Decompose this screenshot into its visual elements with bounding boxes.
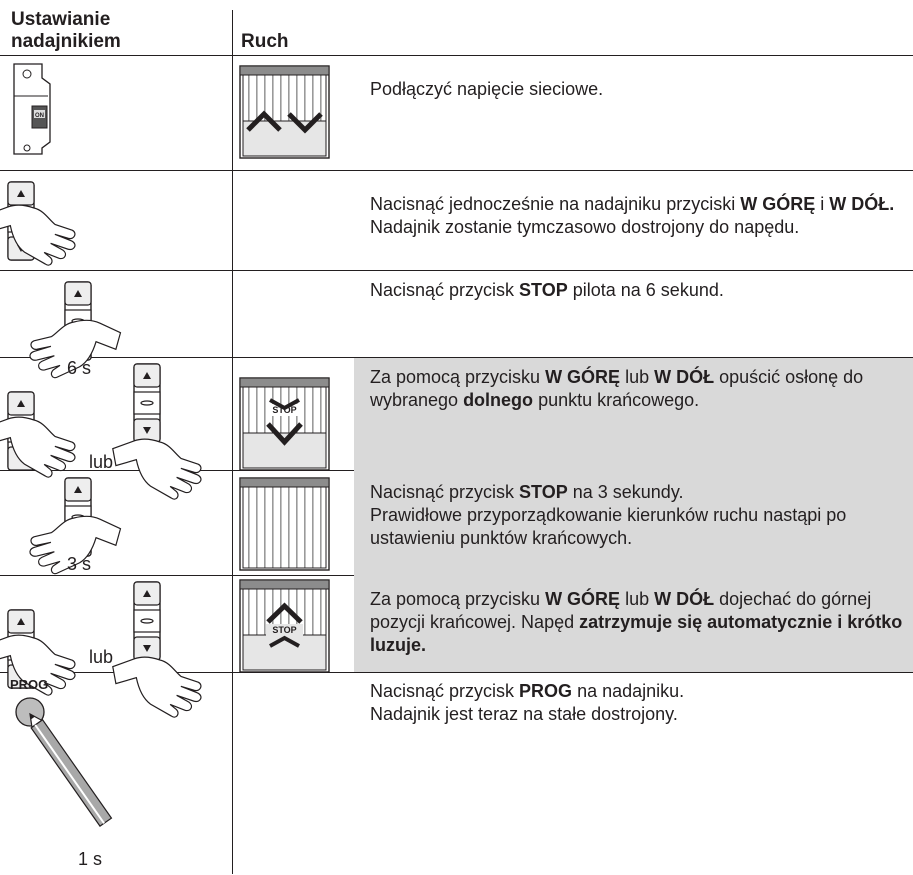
step-text-segment: W DÓŁ xyxy=(654,589,715,609)
step-2-text: Nacisnąć jednocześnie na nadajniku przyc… xyxy=(370,193,905,239)
blind-slats-icon xyxy=(239,477,330,571)
remote-press-stop-icon xyxy=(23,281,128,385)
duration-1s: 1 s xyxy=(78,849,103,869)
step-text-segment: Nacisnąć przycisk xyxy=(370,681,520,701)
step-text-segment: W DÓŁ xyxy=(654,367,715,387)
column-divider xyxy=(232,10,233,874)
row-divider xyxy=(0,170,913,171)
step-text-segment: pilota na 6 sekund. xyxy=(567,280,724,300)
or-label: lub xyxy=(89,452,114,472)
remote-press-up-down-icon xyxy=(0,181,84,273)
step-text-segment: STOP xyxy=(519,280,568,300)
blind-down-stop-icon: STOP xyxy=(239,377,330,471)
step-text-segment: dolnego xyxy=(463,390,534,410)
prog-label: PROG xyxy=(10,677,49,692)
step-text-segment: opuścić osłonę do wybranego xyxy=(370,367,864,410)
duration-6s: 6 s xyxy=(67,358,92,378)
step-text-segment: punktu krańcowego. xyxy=(533,390,700,410)
step-1-text: Podłączyć napięcie sieciowe. xyxy=(370,78,905,101)
step-text-segment: Nacisnąć przycisk xyxy=(370,280,520,300)
row-divider xyxy=(0,672,913,673)
step-text-segment: Za pomocą przycisku xyxy=(370,367,546,387)
step-text-segment: W DÓŁ. xyxy=(829,194,895,214)
step-text-segment: Prawidłowe przyporządkowanie kierunków r… xyxy=(370,505,847,548)
step-5-text: Nacisnąć przycisk STOP na 3 sekundy. Praw… xyxy=(370,481,905,550)
row-divider xyxy=(0,357,913,358)
step-text-segment: na 3 sekundy. xyxy=(567,482,684,502)
or-label-2: lub xyxy=(89,647,114,667)
header-divider xyxy=(0,55,913,56)
step-text-segment: STOP xyxy=(519,482,568,502)
pen-press-prog-icon xyxy=(15,697,113,827)
step-text-segment: Nadajnik zostanie tymczasowo dostrojony … xyxy=(370,217,800,237)
blind-up-down-icon xyxy=(239,65,330,159)
svg-text:STOP: STOP xyxy=(272,625,296,635)
step-text-segment: i xyxy=(815,194,830,214)
step-text-segment: W GÓRĘ xyxy=(740,194,816,214)
step-3-text: Nacisnąć przycisk STOP pilota na 6 sekun… xyxy=(370,279,905,302)
step-text-segment: PROG xyxy=(519,681,573,701)
circuit-breaker-icon: ON xyxy=(13,63,51,155)
step-text-segment: W GÓRĘ xyxy=(545,589,621,609)
column-header-setup: Ustawianie nadajnikiem xyxy=(11,9,121,52)
step-text-segment: dojechać do górnej pozycji krańcowej. Na… xyxy=(370,589,872,632)
step-text-segment: Nacisnąć przycisk xyxy=(370,482,520,502)
step-text-segment: lub xyxy=(620,589,655,609)
duration-3s: 3 s xyxy=(67,554,92,574)
step-4-text: Za pomocą przycisku W GÓRĘ lub W DÓŁ opu… xyxy=(370,366,905,412)
step-text-segment: Za pomocą przycisku xyxy=(370,589,546,609)
step-text-segment: lub xyxy=(620,367,655,387)
row-divider xyxy=(0,270,913,271)
remote-press-stop-3s-icon xyxy=(23,477,128,581)
column-header-movement: Ruch xyxy=(241,31,289,52)
step-text-segment: Nadajnik jest teraz na stałe dostrojony. xyxy=(370,704,678,724)
step-7-text: Nacisnąć przycisk PROG na nadajniku. Nada… xyxy=(370,680,905,726)
step-text-segment: W GÓRĘ xyxy=(545,367,621,387)
step-text-segment: na nadajniku. xyxy=(572,681,685,701)
remote-press-up-or-down-icon xyxy=(0,363,210,507)
step-text-segment: Podłączyć napięcie sieciowe. xyxy=(370,79,604,99)
highlighted-steps-background xyxy=(354,358,913,672)
blind-up-stop-icon: STOP xyxy=(239,579,330,673)
step-6-text: Za pomocą przycisku W GÓRĘ lub W DÓŁ doj… xyxy=(370,588,905,657)
step-text-segment: zatrzymuje się automatycznie i krótko lu… xyxy=(370,612,903,655)
step-text-segment: Nacisnąć jednocześnie na nadajniku przyc… xyxy=(370,194,741,214)
svg-text:ON: ON xyxy=(35,113,44,119)
